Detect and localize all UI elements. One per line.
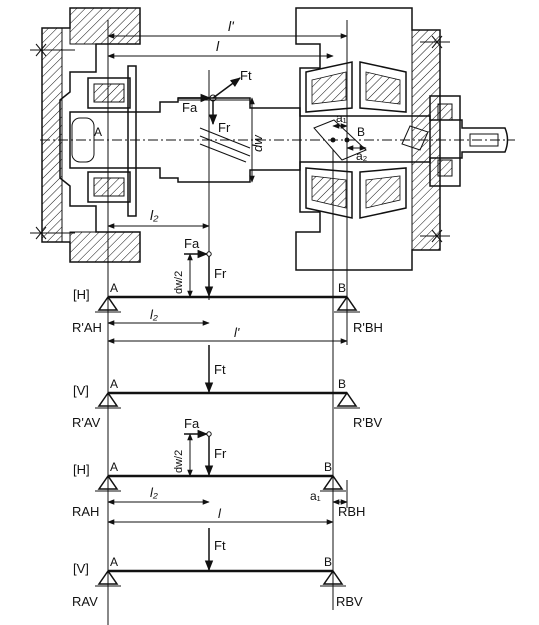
fbd3-dim-l2: l₂ (150, 485, 158, 500)
fbd2-reaction-b: R'BV (353, 415, 383, 430)
helical-pinion (178, 99, 251, 163)
assembly-drawing: l' l l₂ Ft Fa Fr dw A B a₁ a₂ (30, 7, 515, 625)
left-housing (30, 7, 141, 263)
fbd2-reaction-a: R'AV (72, 415, 101, 430)
fbd4-reaction-b: RBV (336, 594, 363, 609)
fbd3-b: B (324, 460, 332, 474)
fbd4-b: B (324, 555, 332, 569)
left-bearing (87, 65, 137, 217)
fbd1-support-a (97, 295, 119, 311)
fbd3-a: A (110, 460, 118, 474)
label-a1: a₁ (336, 111, 347, 125)
fbd2-a: A (110, 377, 118, 391)
fbd-1-horizontal-prime: [H] A B Fa Fr dw/2 R'AH R'BH l₂ l' (72, 236, 383, 344)
label-ft: Ft (240, 68, 252, 83)
fbd-4-vertical: [V] A B Ft RAV RBV (72, 528, 363, 609)
fbd2-b: B (338, 377, 346, 391)
right-tapered-bearings (305, 61, 429, 219)
fbd3-fr: Fr (214, 446, 227, 461)
fbd1-fa: Fa (184, 236, 200, 251)
fbd-3-horizontal: [H] A B Fa Fr dw/2 RAH RBH l₂ l a₁ (72, 416, 365, 525)
label-a: A (94, 125, 102, 139)
fbd4-support-a (97, 569, 119, 585)
fbd2-support-a (97, 391, 119, 407)
label-fa: Fa (182, 100, 198, 115)
dim-l-prime: l' (228, 18, 235, 34)
label-b: B (357, 125, 365, 139)
fbd4-reaction-a: RAV (72, 594, 98, 609)
fbd1-dim-span: l' (234, 325, 240, 340)
fbd1-support-b (336, 295, 358, 311)
fbd1-a: A (110, 281, 118, 295)
label-a2: a₂ (356, 149, 368, 163)
fbd3-reaction-b: RBH (338, 504, 365, 519)
fbd3-dim-a1: a₁ (310, 489, 321, 503)
fbd2-support-b (336, 391, 358, 407)
fbd1-dim-l2: l₂ (150, 307, 158, 322)
fbd3-fa: Fa (184, 416, 200, 431)
fbd2-plane-label: [V] (73, 383, 89, 398)
right-seal (429, 95, 461, 187)
label-dw: dw (250, 134, 265, 152)
label-fr: Fr (218, 120, 231, 135)
fbd3-lever: dw/2 (173, 450, 185, 473)
dim-l: l (216, 38, 220, 54)
fbd1-reaction-b: R'BH (353, 320, 383, 335)
fbd1-reaction-a: R'AH (72, 320, 102, 335)
fbd4-support-b (322, 569, 344, 585)
fbd3-reaction-a: RAH (72, 504, 99, 519)
fbd1-plane-label: [H] (73, 287, 90, 302)
fbd3-support-b (322, 474, 344, 490)
fbd4-plane-label: [V] (73, 561, 89, 576)
fbd3-plane-label: [H] (73, 462, 90, 477)
fbd1-fr: Fr (214, 266, 227, 281)
fbd1-lever: dw/2 (173, 271, 185, 294)
dim-l2: l₂ (150, 207, 159, 223)
fbd1-b: B (338, 281, 346, 295)
fbd4-a: A (110, 555, 118, 569)
fbd4-ft: Ft (214, 538, 226, 553)
fbd3-support-a (97, 474, 119, 490)
fbd2-ft: Ft (214, 362, 226, 377)
right-housing (295, 7, 450, 271)
fbd3-dim-span: l (218, 506, 222, 521)
fbd-2-vertical-prime: [V] A B Ft R'AV R'BV (72, 345, 383, 430)
